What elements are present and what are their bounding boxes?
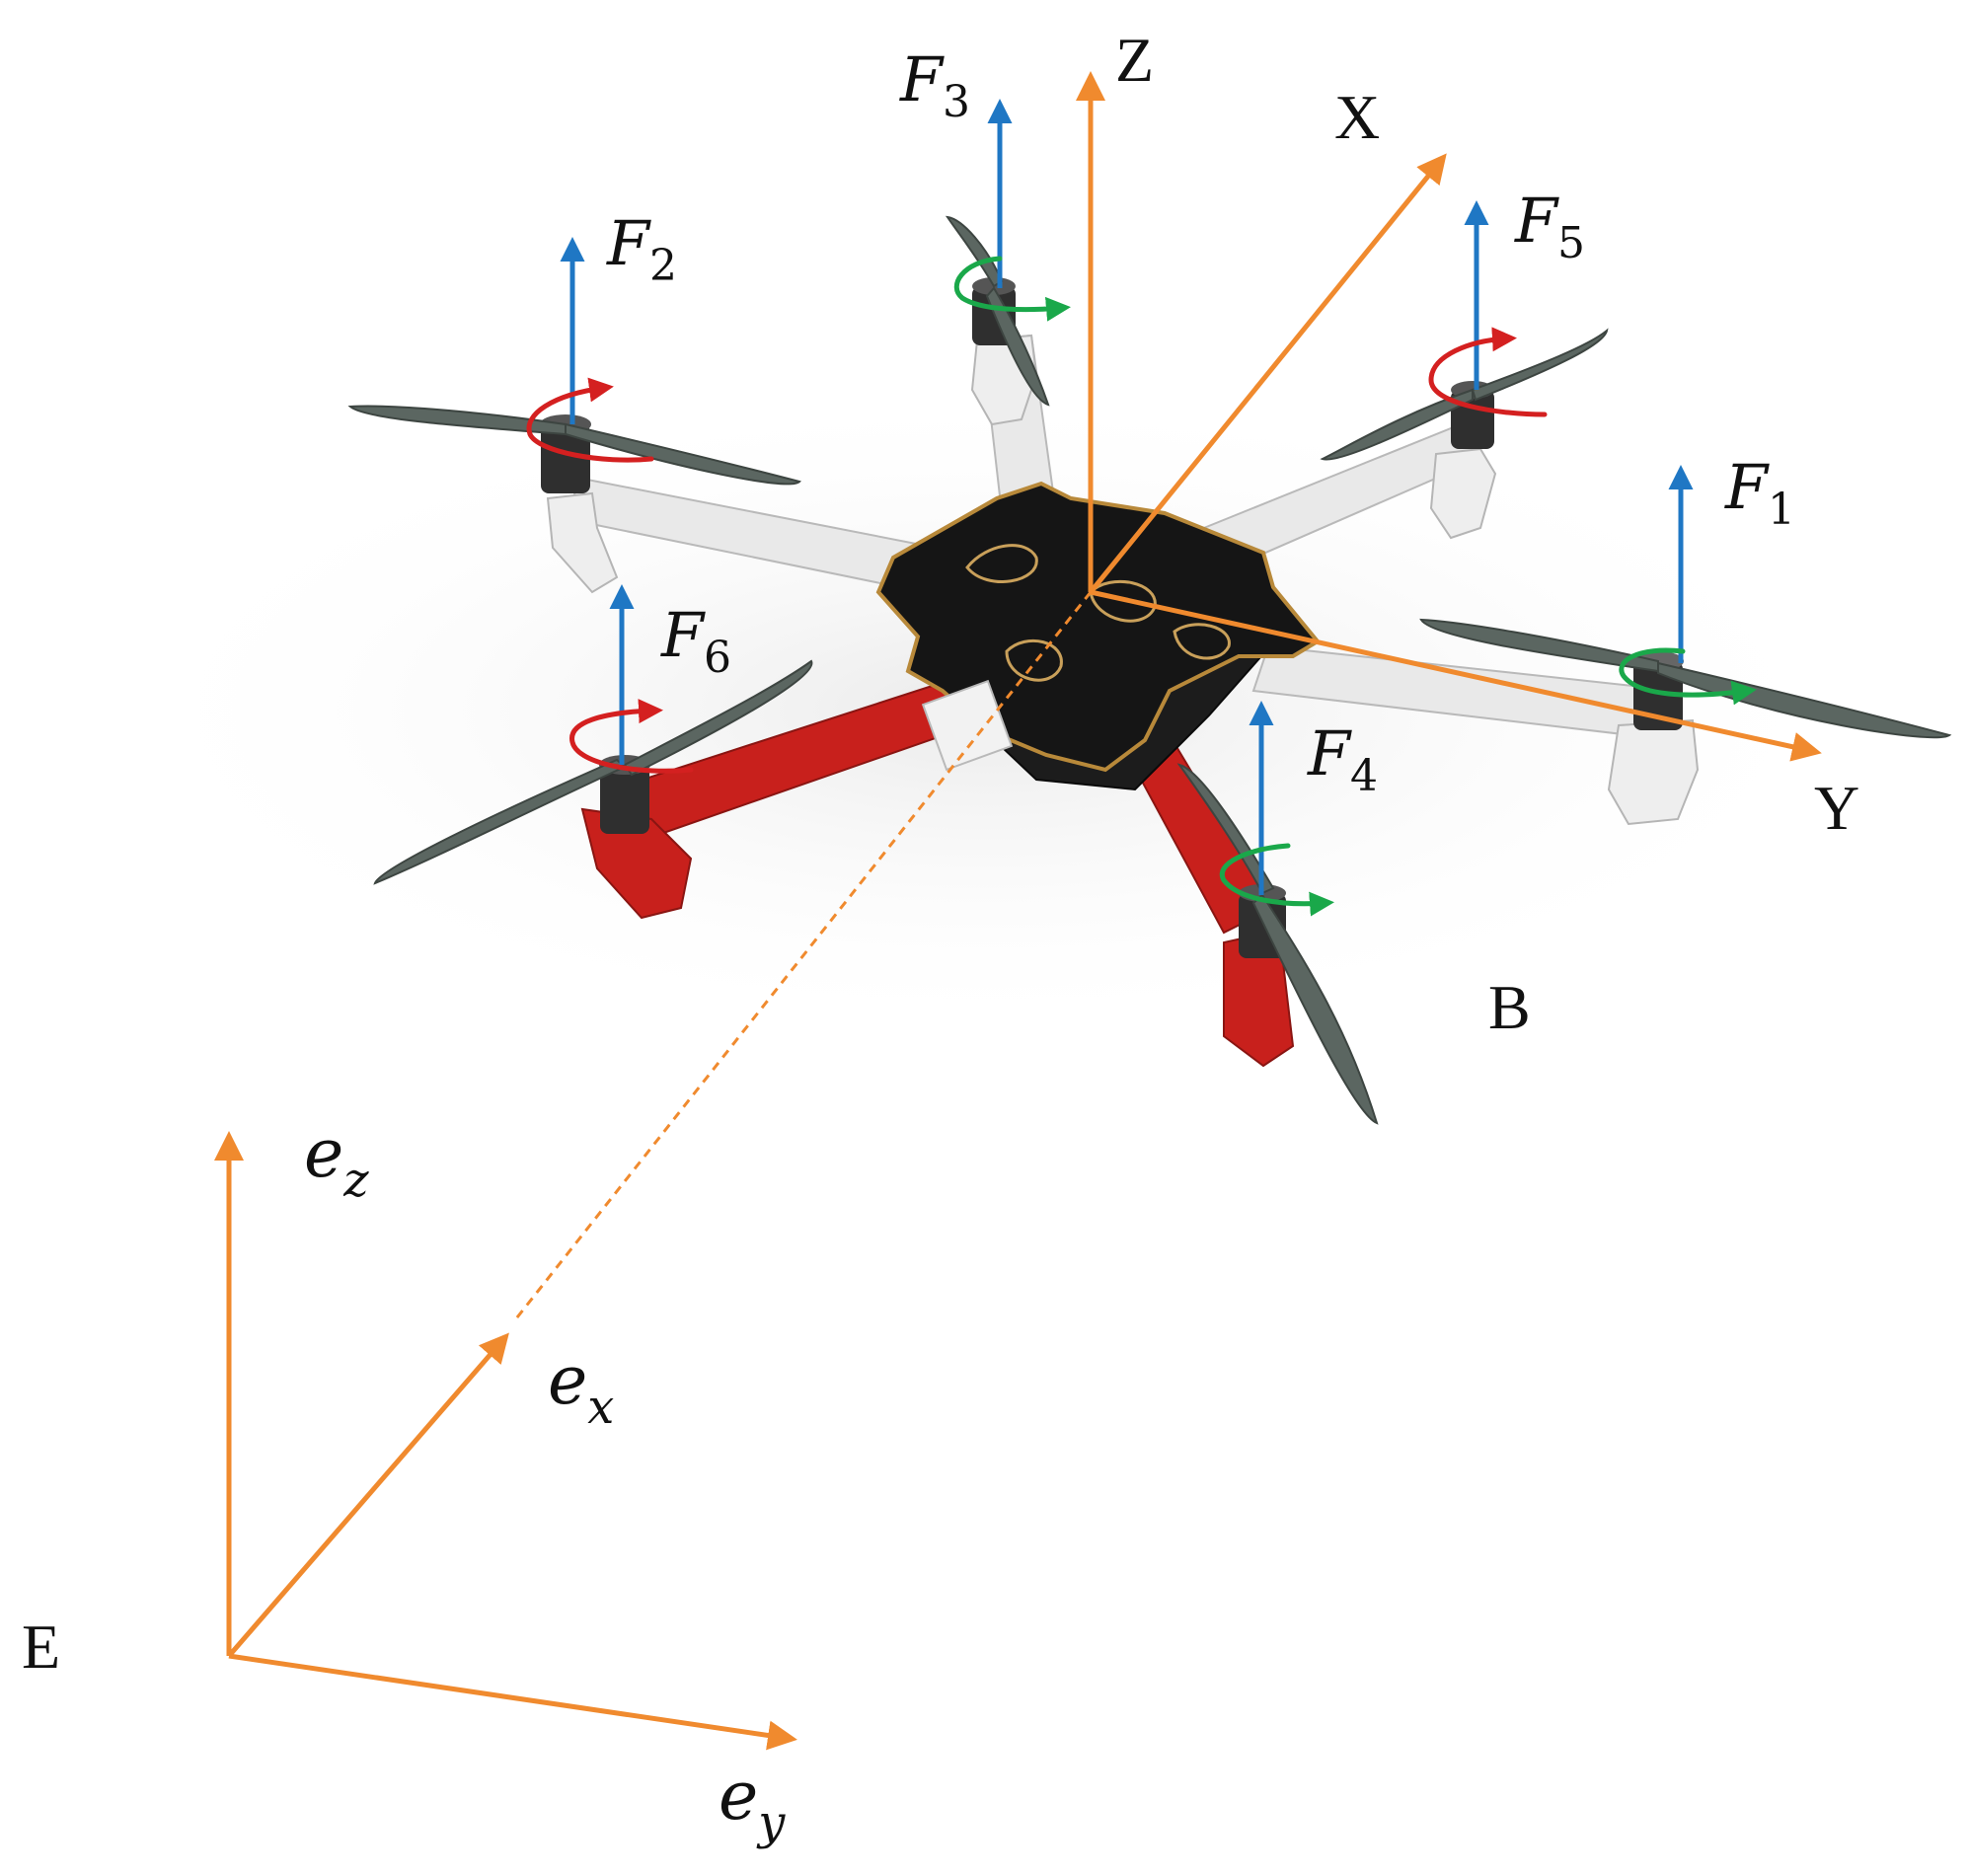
curved-arrow-icon — [1428, 327, 1548, 417]
body-frame-label: B — [1488, 972, 1531, 1042]
body-y-axis — [1090, 589, 1822, 762]
body-z-label: Z — [1115, 25, 1154, 95]
thrust-label-f3: F3 — [899, 43, 970, 127]
body-x-axis — [1089, 153, 1447, 594]
rotation-arrows — [526, 256, 1757, 917]
arm-right — [1251, 644, 1700, 826]
plate-cutout — [1173, 623, 1231, 660]
thrust-label-f2: F2 — [606, 207, 677, 291]
hexacopter-icon — [347, 215, 1952, 1125]
flight-controller-box — [921, 679, 1014, 772]
curved-arrow-icon — [953, 256, 1071, 322]
earth-z-label: ez — [304, 1115, 369, 1208]
propeller-4 — [1176, 763, 1379, 1125]
position-vector-dashed — [511, 591, 1093, 1323]
earth-y-axis — [228, 1653, 797, 1751]
earth-frame-label: E — [22, 1612, 60, 1682]
thrust-label-f1: F1 — [1724, 451, 1795, 535]
plate-cutout — [965, 544, 1038, 583]
arm-front-left-red — [580, 679, 974, 920]
curved-arrow-icon — [569, 699, 694, 774]
thrust-label-f4: F4 — [1307, 717, 1378, 801]
propeller-6 — [373, 659, 813, 885]
thrust-label-f5: F5 — [1514, 185, 1585, 268]
arm-rear-left — [546, 477, 989, 604]
earth-x-label: ex — [548, 1342, 614, 1435]
earth-frame-axes — [214, 1131, 797, 1751]
earth-y-label: ey — [719, 1758, 786, 1850]
propeller-3 — [945, 215, 1050, 407]
thrust-arrows — [560, 99, 1694, 895]
earth-x-axis — [227, 1332, 509, 1658]
thrust-label-f6: F6 — [660, 599, 731, 683]
propeller-5 — [1320, 328, 1609, 461]
body-x-label: X — [1334, 82, 1380, 152]
curved-arrow-icon — [1619, 647, 1757, 706]
curved-arrow-icon — [1219, 843, 1334, 917]
body-frame-axes — [1076, 71, 1822, 762]
body-y-label: Y — [1814, 773, 1859, 843]
plate-cutout — [1005, 638, 1063, 682]
curved-arrow-icon — [526, 377, 654, 463]
